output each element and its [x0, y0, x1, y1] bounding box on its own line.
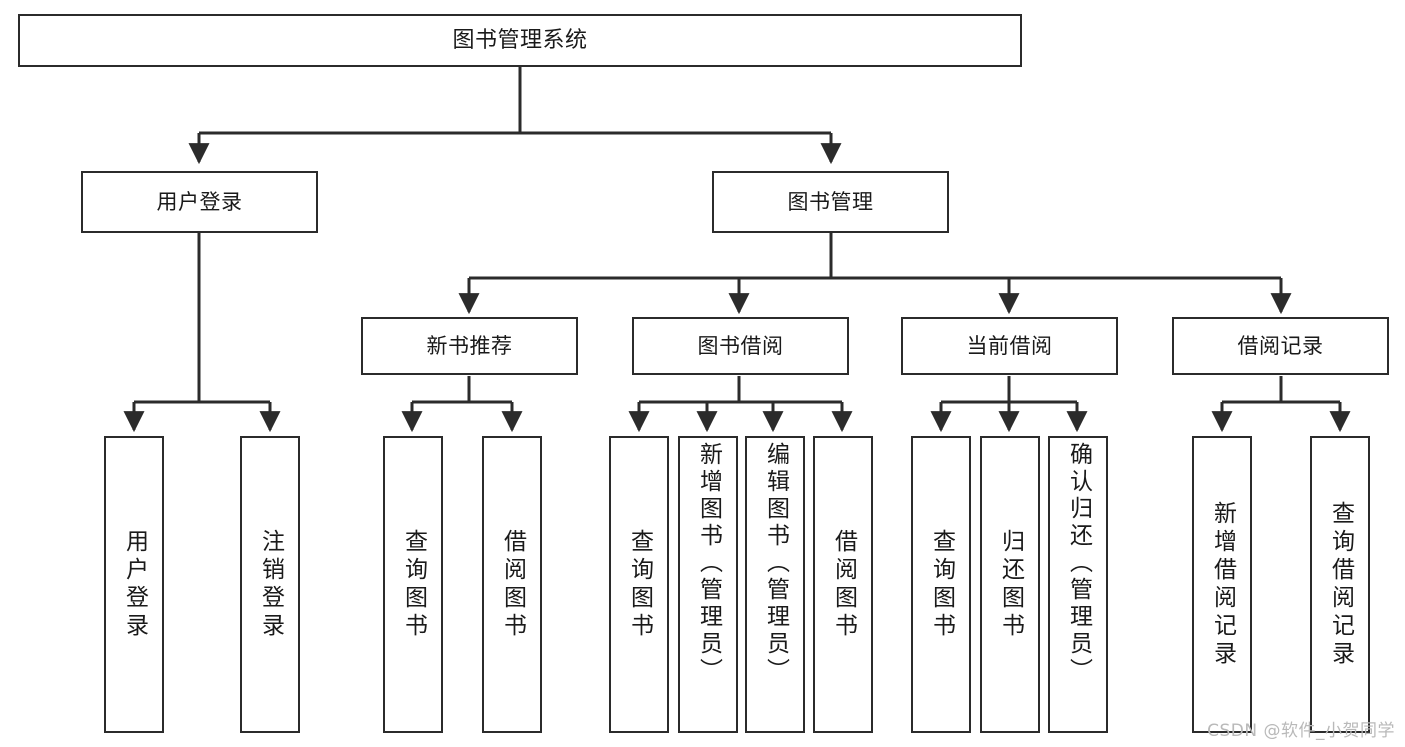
node-label: 编辑图书（管理员）	[762, 442, 789, 685]
node-label: 借阅记录	[1237, 333, 1324, 358]
leaf-query-book-borrow[interactable]: 查询图书	[609, 436, 669, 733]
node-user-login[interactable]: 用户登录	[81, 171, 318, 233]
csdn-watermark: CSDN @软件_小贺同学	[1207, 721, 1395, 741]
leaf-add-book-admin[interactable]: 新增图书（管理员）	[678, 436, 738, 733]
node-current-borrow[interactable]: 当前借阅	[901, 317, 1118, 375]
node-new-book-recommend[interactable]: 新书推荐	[361, 317, 578, 375]
leaf-return-book[interactable]: 归还图书	[980, 436, 1040, 733]
node-label: 查询图书	[928, 528, 955, 641]
node-label: 确认归还（管理员）	[1065, 442, 1092, 685]
leaf-borrow-book-recommend[interactable]: 借阅图书	[482, 436, 542, 733]
node-label: 查询图书	[400, 528, 427, 641]
node-label: 用户登录	[121, 528, 148, 641]
leaf-query-borrow-record[interactable]: 查询借阅记录	[1310, 436, 1370, 733]
node-borrow-record[interactable]: 借阅记录	[1172, 317, 1389, 375]
node-label: 图书管理系统	[452, 27, 588, 53]
leaf-user-login[interactable]: 用户登录	[104, 436, 164, 733]
leaf-confirm-return-admin[interactable]: 确认归还（管理员）	[1048, 436, 1108, 733]
node-label: 新增图书（管理员）	[695, 442, 722, 685]
leaf-logout[interactable]: 注销登录	[240, 436, 300, 733]
node-label: 注销登录	[257, 528, 284, 641]
node-label: 归还图书	[997, 528, 1024, 641]
node-label: 图书管理	[787, 189, 874, 214]
node-label: 查询借阅记录	[1327, 500, 1354, 669]
leaf-query-book-current[interactable]: 查询图书	[911, 436, 971, 733]
node-label: 借阅图书	[499, 528, 526, 641]
leaf-borrow-book[interactable]: 借阅图书	[813, 436, 873, 733]
leaf-add-borrow-record[interactable]: 新增借阅记录	[1192, 436, 1252, 733]
node-label: 借阅图书	[830, 528, 857, 641]
node-label: 新书推荐	[426, 333, 513, 358]
node-label: 当前借阅	[966, 333, 1053, 358]
node-book-management[interactable]: 图书管理	[712, 171, 949, 233]
node-root-book-management-system[interactable]: 图书管理系统	[18, 14, 1022, 67]
leaf-query-book-recommend[interactable]: 查询图书	[383, 436, 443, 733]
node-label: 用户登录	[156, 189, 243, 214]
leaf-edit-book-admin[interactable]: 编辑图书（管理员）	[745, 436, 805, 733]
node-book-borrow[interactable]: 图书借阅	[632, 317, 849, 375]
node-label: 查询图书	[626, 528, 653, 641]
node-label: 图书借阅	[697, 333, 784, 358]
node-label: 新增借阅记录	[1209, 500, 1236, 669]
